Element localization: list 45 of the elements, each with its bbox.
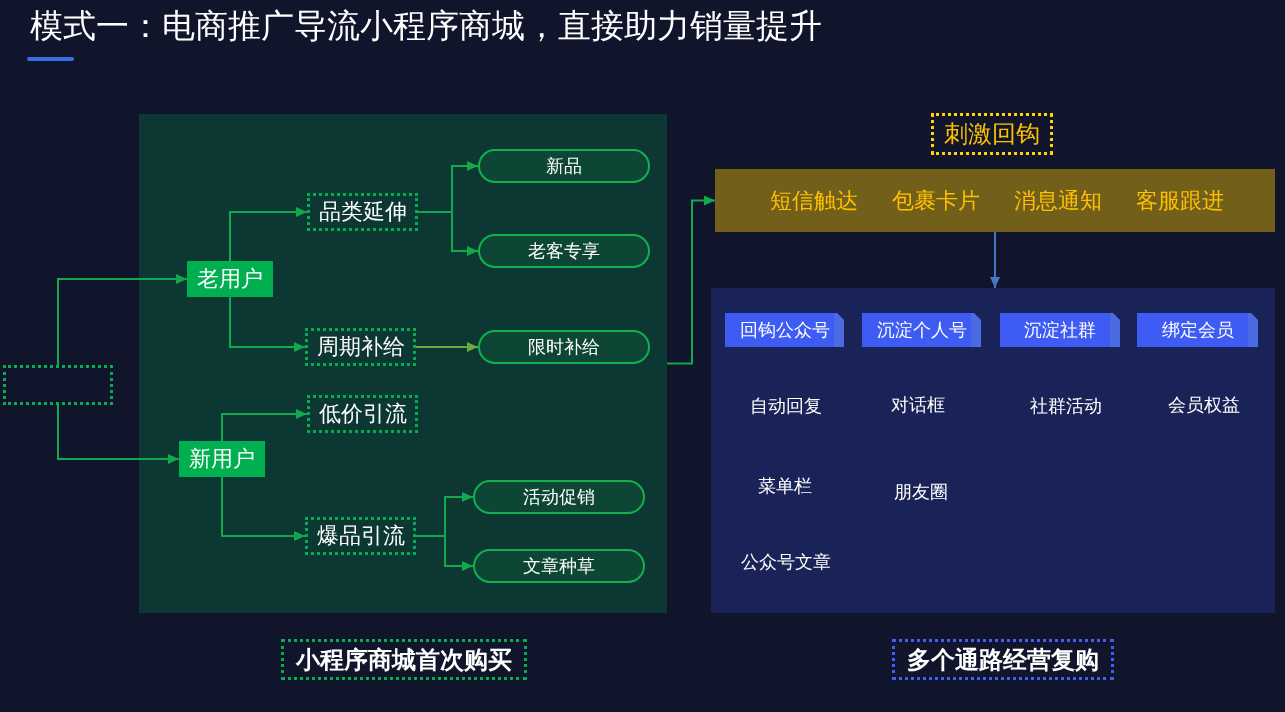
band-text: 客服跟进 [1136,189,1224,212]
panel [139,114,667,613]
item-text: 会员权益 [1168,396,1240,414]
band-text: 短信触达 [770,189,858,212]
band-text: 消息通知 [1014,189,1102,212]
arrow [666,195,716,365]
header-box: 回钩公众号 [725,313,844,347]
arrow [990,231,1000,289]
process-box: 新用户 [179,441,265,477]
band-text: 包裹卡片 [892,189,980,212]
rounded-box: 文章种草 [473,549,645,583]
item-text: 自动回复 [750,397,822,415]
rounded-box: 老客专享 [478,234,650,268]
arrow [415,535,474,571]
item-text: 公众号文章 [741,553,831,571]
arrow [417,211,479,256]
header-box: 沉淀个人号 [862,313,981,347]
rounded-box: 活动促销 [473,480,645,514]
process-box: 老用户 [187,261,273,297]
arrow [221,409,308,442]
dotted-box: 低价引流 [307,395,418,433]
band [715,169,1275,232]
dotted-box: 周期补给 [305,328,416,366]
arrow [229,207,308,262]
item-text: 朋友圈 [894,483,948,501]
item-text: 对话框 [891,396,945,414]
header-box: 沉淀社群 [1000,313,1120,347]
panel [711,288,1275,613]
header-box: 绑定会员 [1137,313,1258,347]
caption-box: 多个通路经营复购 [892,639,1114,680]
item-text: 菜单栏 [758,477,812,495]
dotted-box: 爆品引流 [305,517,416,555]
arrow [57,404,180,464]
caption-box: 小程序商城首次购买 [281,639,527,680]
arrow [415,342,479,352]
dotted-box [3,365,113,405]
arrow [57,274,188,366]
arrow [221,476,306,541]
rounded-box: 限时补给 [478,330,650,364]
rounded-box: 新品 [478,149,650,183]
dotted-box: 刺激回钩 [931,113,1053,155]
title: 模式一：电商推广导流小程序商城，直接助力销量提升 [30,8,822,45]
arrow [229,296,306,352]
dotted-box: 品类延伸 [307,193,418,231]
item-text: 社群活动 [1030,397,1102,415]
